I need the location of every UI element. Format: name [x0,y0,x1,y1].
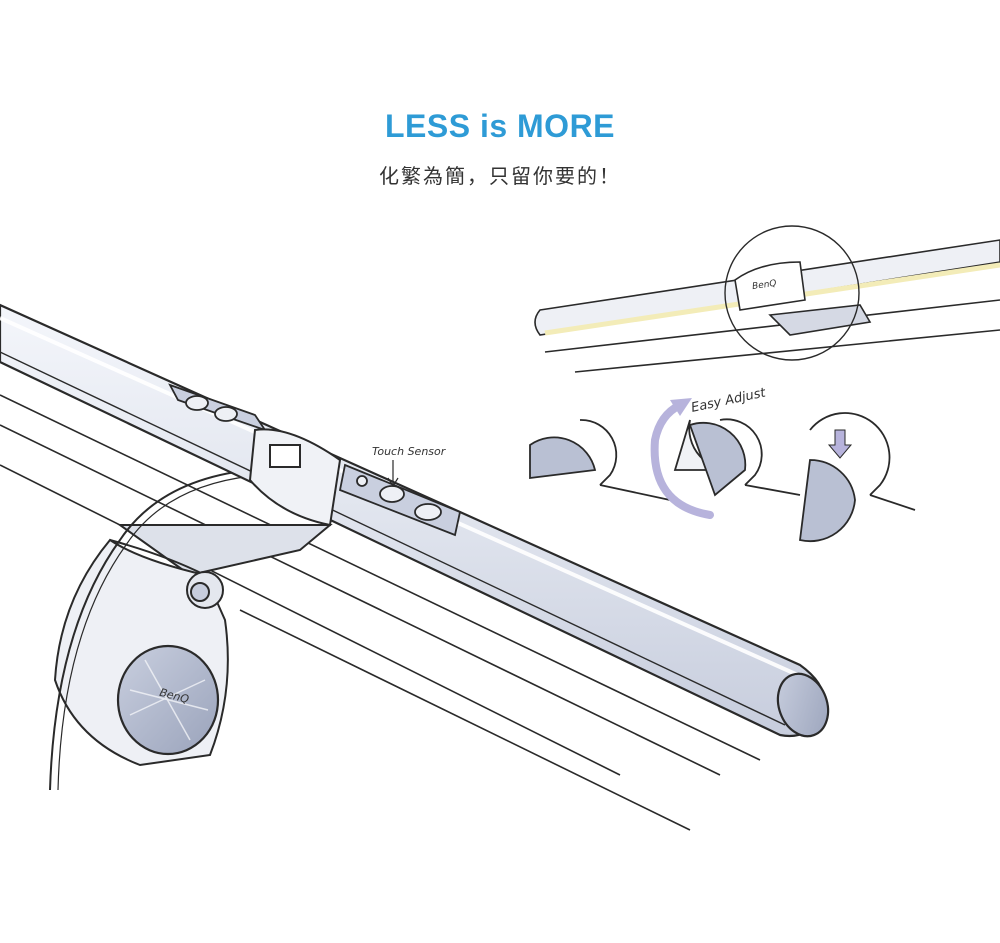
mini-clip-brand: BenQ [752,279,778,292]
touch-sensor-callout: Touch Sensor [372,445,447,488]
touch-sensor-label: Touch Sensor [372,445,447,458]
easy-adjust-label: Easy Adjust [690,385,768,416]
monitor-edge-lines [0,394,761,831]
clamp-body [53,524,333,767]
adjust-step-1 [529,419,671,501]
down-arrow-icon [827,429,853,459]
rotate-arrow-icon [650,401,714,519]
clip-sleeve [248,428,342,527]
adjust-step-3 [799,412,916,543]
headline-title: LESS is MORE [384,108,616,144]
headline-subtitle: 化繁為簡，只留你要的！ [379,164,621,188]
control-panel-front [338,463,462,537]
mini-lamp-view [534,225,1000,373]
power-cable [49,469,251,791]
light-bar [0,303,830,738]
adjust-step-2 [673,418,801,497]
